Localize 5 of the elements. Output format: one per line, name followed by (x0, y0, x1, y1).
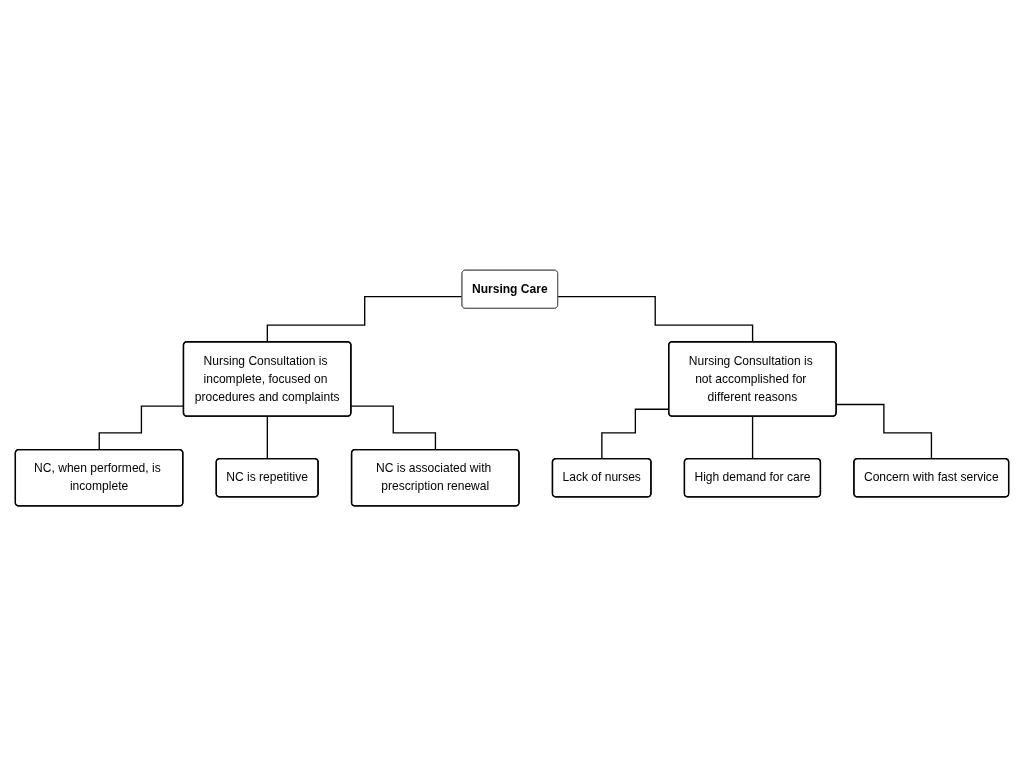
connector (266, 295, 463, 343)
connector (557, 295, 754, 343)
connector (266, 415, 269, 460)
connector (751, 415, 754, 460)
connector (350, 405, 437, 451)
